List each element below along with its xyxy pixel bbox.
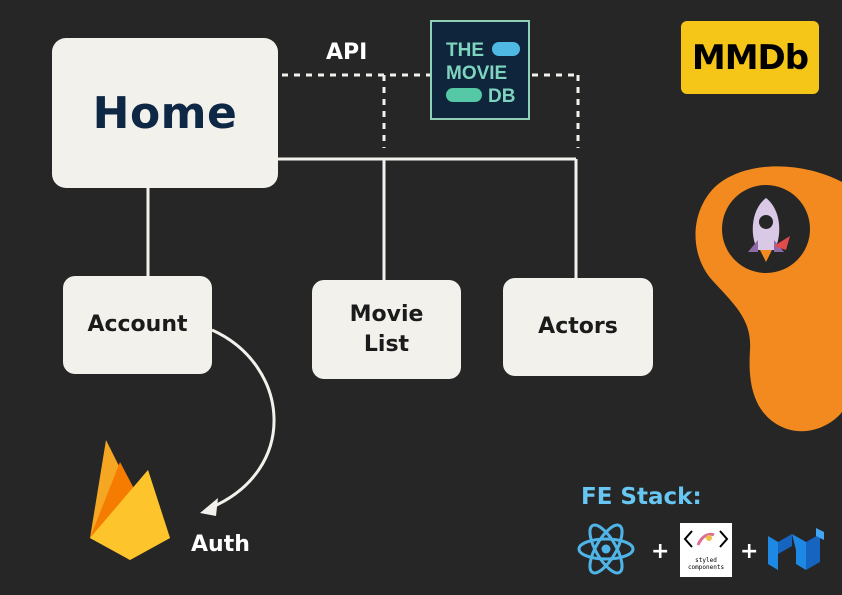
movie-list-node: Movie List xyxy=(312,280,461,379)
account-node-label: Account xyxy=(87,312,188,337)
home-node-label: Home xyxy=(92,87,238,139)
material-ui-icon xyxy=(768,528,824,570)
actors-node: Actors xyxy=(503,278,653,376)
rocket-icon xyxy=(722,185,810,273)
plus-sign: + xyxy=(651,539,670,564)
actors-node-label: Actors xyxy=(538,314,618,339)
api-label: API xyxy=(326,40,368,65)
auth-label: Auth xyxy=(191,532,250,557)
auth-arrow xyxy=(200,328,276,516)
styled-components-glyph xyxy=(683,530,729,548)
mmdb-badge-text: MMDb xyxy=(691,37,809,78)
tmdb-line3: DB xyxy=(488,86,515,107)
react-icon xyxy=(577,523,635,575)
fe-stack-title: FE Stack: xyxy=(581,484,702,510)
api-dotted-connectors xyxy=(282,73,580,148)
tmdb-logo-graphic: THE MOVIE DB xyxy=(446,40,520,107)
tmdb-logo: THE MOVIE DB xyxy=(430,20,530,120)
mmdb-badge: MMDb xyxy=(681,21,819,94)
home-node: Home xyxy=(52,38,278,188)
account-node: Account xyxy=(63,276,212,374)
movie-list-node-label: Movie List xyxy=(349,301,424,357)
styled-components-text: styled components xyxy=(687,557,725,571)
styled-components-icon: styled components xyxy=(680,523,732,577)
tree-connectors xyxy=(146,157,578,280)
tmdb-line2: MOVIE xyxy=(446,63,507,84)
firebase-icon xyxy=(90,440,170,560)
plus-sign: + xyxy=(740,539,759,564)
tmdb-line1: THE xyxy=(446,40,484,61)
